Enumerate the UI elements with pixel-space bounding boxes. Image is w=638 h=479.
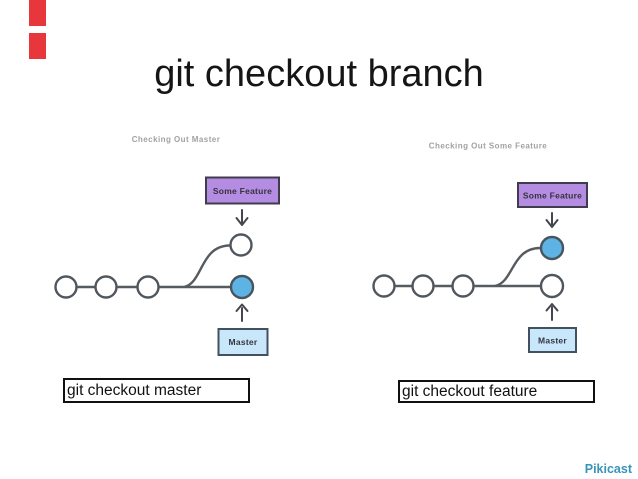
- corner-red-tab-bottom: [29, 33, 46, 59]
- branch-curve-edge: [183, 244, 230, 289]
- up-arrow-icon: [235, 303, 249, 322]
- commit-node: [411, 274, 435, 298]
- commit-node: [136, 275, 160, 299]
- branch-curve-edge: [494, 246, 541, 288]
- master-branch-box: Master: [528, 327, 577, 353]
- up-arrow-icon: [545, 303, 559, 321]
- commit-node: [372, 274, 396, 298]
- feature-tip-commit-node-checked-out: [539, 235, 565, 261]
- master-tip-commit-node-checked-out: [229, 274, 255, 300]
- master-tip-commit-node: [539, 273, 565, 299]
- corner-red-tab-top: [29, 0, 46, 26]
- command-text: git checkout master: [67, 381, 202, 399]
- feature-box-label: Some Feature: [213, 186, 272, 196]
- feature-box-label: Some Feature: [523, 191, 582, 201]
- feature-tip-commit-node: [229, 233, 253, 257]
- slide-title: git checkout branch: [154, 53, 484, 95]
- feature-branch-box: Some Feature: [205, 176, 280, 205]
- master-branch-box: Master: [217, 328, 269, 356]
- commit-node: [94, 275, 118, 299]
- down-arrow-icon: [545, 212, 559, 228]
- down-arrow-icon: [235, 209, 249, 226]
- git-graph-checkout-master: Checking Out Master Some Feature Master: [54, 135, 280, 356]
- feature-box-rect: [517, 182, 588, 208]
- diagram-caption: Checking Out Some Feature: [429, 142, 547, 151]
- master-box-label: Master: [229, 337, 258, 347]
- command-box-checkout-master: git checkout master: [63, 378, 250, 403]
- master-box-label: Master: [538, 336, 567, 346]
- command-box-checkout-feature: git checkout feature: [398, 380, 595, 403]
- feature-branch-box: Some Feature: [517, 182, 588, 208]
- master-box-rect: [217, 328, 269, 356]
- git-graph-checkout-feature: Checking Out Some Feature Some Feature M…: [372, 142, 588, 353]
- commit-node: [451, 274, 475, 298]
- commit-node: [54, 275, 78, 299]
- master-box-rect: [528, 327, 577, 353]
- diagram-caption: Checking Out Master: [132, 135, 221, 144]
- pikicast-logo: Pikicast: [584, 462, 632, 476]
- command-text: git checkout feature: [402, 382, 538, 400]
- feature-box-rect: [205, 176, 280, 205]
